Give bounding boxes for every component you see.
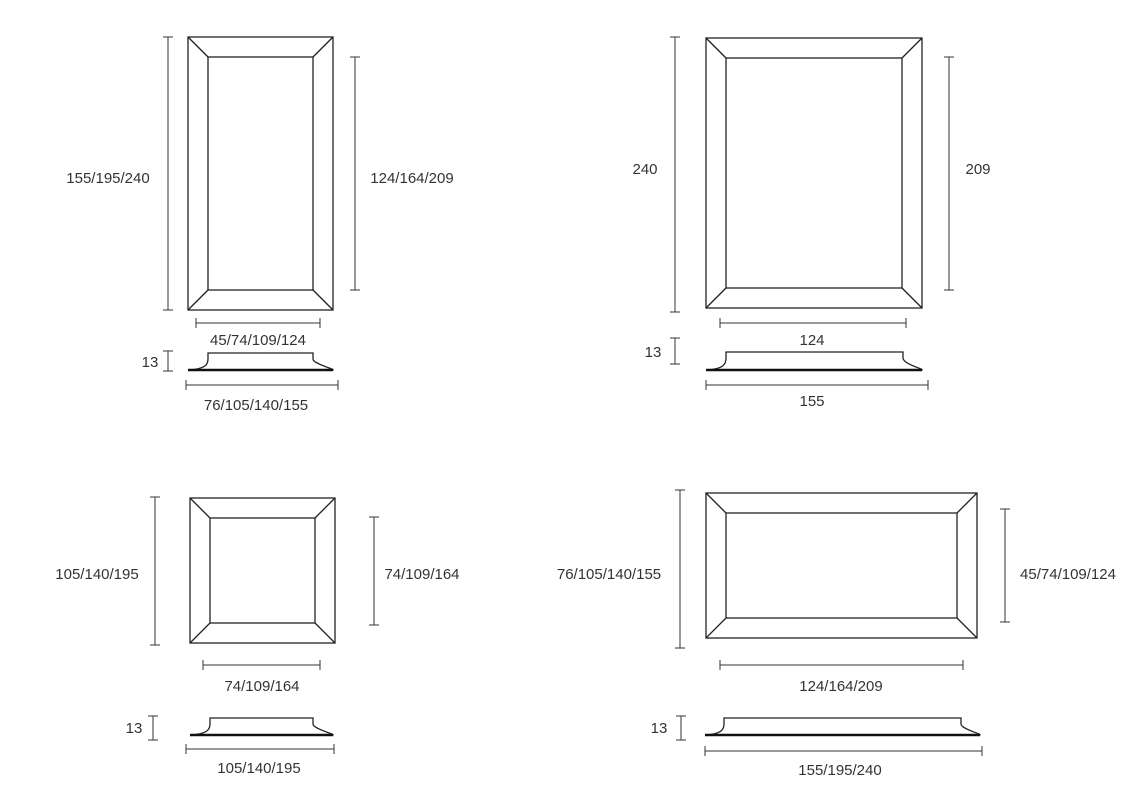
frame-miter	[312, 289, 334, 311]
outer-width-label: 105/140/195	[217, 760, 300, 777]
thickness-dimension	[670, 337, 680, 365]
outer-width-dimension	[185, 380, 339, 390]
thickness-label: 13	[651, 720, 668, 737]
panel-large: 240 209 124 13 155	[632, 36, 991, 410]
thickness-label: 13	[142, 354, 159, 371]
outer-height-label: 76/105/140/155	[557, 566, 661, 583]
frame-inner	[725, 512, 958, 619]
inner-width-dimension	[195, 318, 321, 328]
frame-miter	[314, 497, 336, 519]
frame-miter	[705, 617, 727, 639]
inner-width-dimension	[202, 660, 321, 670]
frame-front-view	[705, 492, 978, 639]
frame-outer	[705, 37, 923, 309]
inner-width-label: 124/164/209	[799, 678, 882, 695]
frame-miter	[312, 36, 334, 58]
outer-height-dimension	[163, 36, 173, 311]
frame-outer	[187, 36, 334, 311]
inner-height-dimension	[944, 56, 954, 291]
outer-height-label: 155/195/240	[66, 170, 149, 187]
inner-width-label: 74/109/164	[224, 678, 299, 695]
frame-front-view	[187, 36, 334, 311]
frame-miter	[189, 622, 211, 644]
frame-side-profile	[705, 351, 923, 371]
frame-miter	[187, 36, 209, 58]
outer-height-dimension	[670, 36, 680, 313]
outer-width-dimension	[705, 380, 929, 390]
outer-height-dimension	[150, 496, 160, 646]
inner-width-dimension	[719, 660, 964, 670]
thickness-label: 13	[126, 720, 143, 737]
thickness-dimension	[163, 350, 173, 372]
frame-outer	[189, 497, 336, 644]
outer-width-dimension	[704, 746, 983, 756]
outer-width-label: 155	[799, 393, 824, 410]
inner-height-dimension	[350, 56, 360, 291]
inner-height-dimension	[369, 516, 379, 626]
frame-miter	[956, 492, 978, 514]
frame-front-view	[189, 497, 336, 644]
outer-width-label: 76/105/140/155	[204, 397, 308, 414]
frame-inner	[209, 517, 316, 624]
outer-height-label: 105/140/195	[55, 566, 138, 583]
outer-width-label: 155/195/240	[798, 762, 881, 779]
frame-miter	[901, 287, 923, 309]
panel-square: 105/140/195 74/109/164 74/109/164 13 105/140…	[55, 496, 460, 777]
frame-miter	[705, 287, 727, 309]
panel-tall: 155/195/240 124/164/209 45/74/109/124 13 76/…	[66, 36, 454, 414]
frame-miter	[705, 37, 727, 59]
frame-miter	[314, 622, 336, 644]
frame-side-profile	[189, 717, 334, 736]
frame-miter	[901, 37, 923, 59]
frame-side-profile	[704, 717, 981, 736]
inner-width-dimension	[719, 318, 907, 328]
thickness-label: 13	[645, 344, 662, 361]
thickness-dimension	[148, 715, 158, 741]
frame-miter	[187, 289, 209, 311]
frame-front-view	[705, 37, 923, 309]
inner-width-label: 124	[799, 332, 824, 349]
inner-width-label: 45/74/109/124	[210, 332, 306, 349]
inner-height-dimension	[1000, 508, 1010, 623]
inner-height-label: 45/74/109/124	[1020, 566, 1116, 583]
frame-inner	[725, 57, 903, 289]
outer-width-dimension	[185, 744, 335, 754]
panel-wide: 76/105/140/155 45/74/109/124 124/164/209 13…	[557, 489, 1116, 779]
inner-height-label: 74/109/164	[384, 566, 459, 583]
outer-height-label: 240	[632, 161, 657, 178]
frame-miter	[705, 492, 727, 514]
frame-outer	[705, 492, 978, 639]
inner-height-label: 124/164/209	[370, 170, 453, 187]
frame-miter	[189, 497, 211, 519]
outer-height-dimension	[675, 489, 685, 649]
inner-height-label: 209	[965, 161, 990, 178]
frame-side-profile	[187, 352, 334, 371]
thickness-dimension	[676, 715, 686, 741]
frame-miter	[956, 617, 978, 639]
frame-inner	[207, 56, 314, 291]
